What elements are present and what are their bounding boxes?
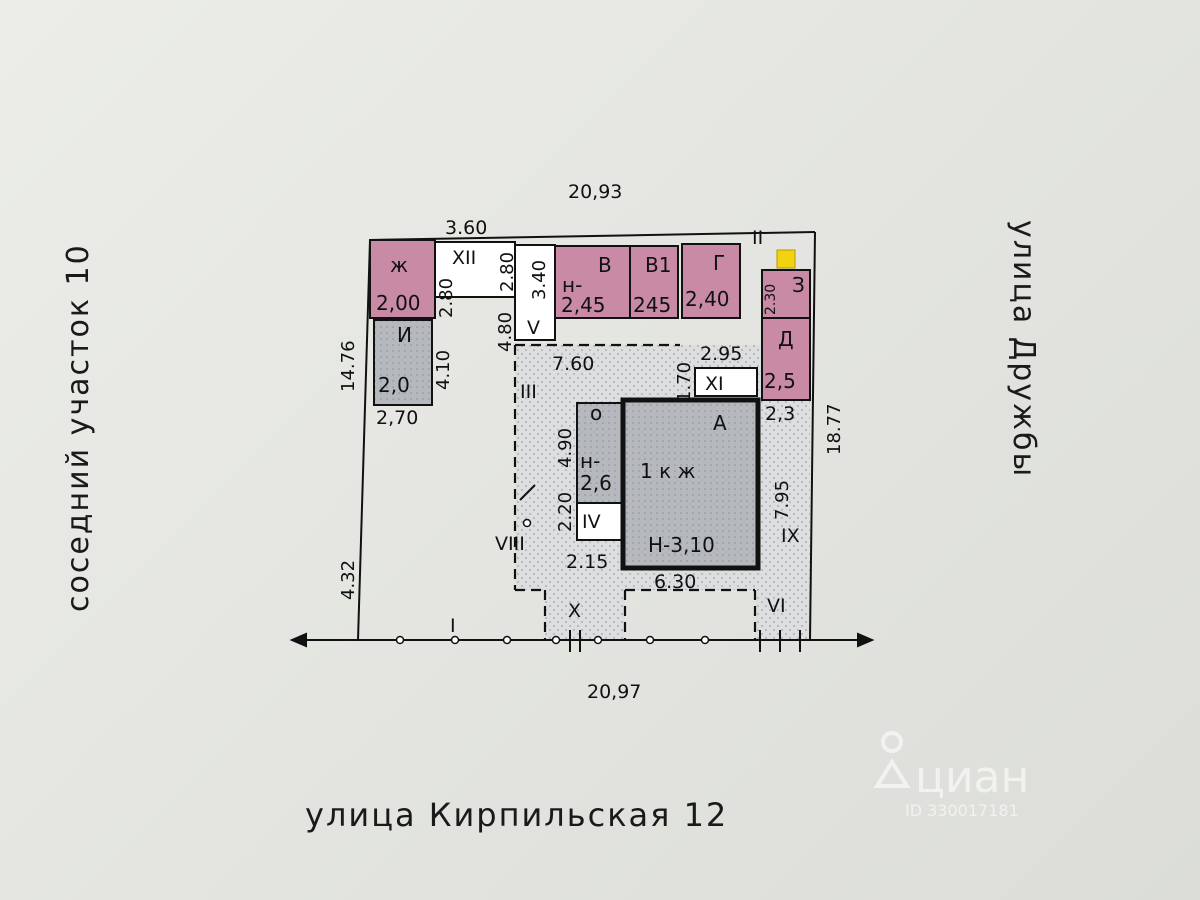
room-o-letter: о: [590, 401, 602, 425]
watermark-logo-icon: [873, 731, 911, 788]
dim-left-side: 14.76: [338, 340, 359, 392]
dim-d-width: 2,3: [765, 403, 795, 425]
dim-v-height: 3.40: [529, 260, 550, 300]
room-g-height: 2,40: [685, 287, 730, 311]
watermark-brand: циан: [915, 752, 1029, 803]
room-a-letter: А: [713, 411, 727, 435]
yellow-marker: [776, 249, 796, 269]
roman-xii: XII: [452, 247, 476, 269]
roman-xi: XI: [705, 373, 724, 395]
dim-iv-height: 2.20: [555, 492, 576, 532]
dim-yard-width: 7.60: [552, 353, 594, 375]
room-z-letter: З: [792, 273, 805, 297]
room-zh-height: 2,00: [376, 291, 421, 315]
dim-o-height: 4.90: [555, 428, 576, 468]
room-d-height: 2,5: [764, 369, 796, 393]
dim-xii-width: 2.80: [497, 252, 518, 292]
dim-left-lower: 4.32: [338, 560, 359, 600]
roman-x: X: [568, 600, 581, 622]
room-v1: [629, 245, 679, 319]
room-a-height: Н-3,10: [648, 533, 715, 557]
dim-iv-width: 2.15: [566, 551, 608, 573]
dim-a-width: 6.30: [654, 571, 696, 593]
room-z: [761, 269, 811, 319]
lot-boundary: [357, 231, 816, 641]
dim-xi-height: 1.70: [674, 362, 695, 402]
room-zh-letter: ж: [390, 253, 408, 277]
street-bottom: улица Кирпильская 12: [305, 796, 728, 834]
dim-xi-width: 2.95: [700, 343, 742, 365]
room-g: [681, 243, 741, 319]
dim-top-left-segment: 3.60: [445, 217, 487, 239]
dim-i-depth: 4.10: [433, 350, 454, 390]
dim-h30: 2.30: [763, 284, 779, 315]
room-o-prefix: н-: [580, 449, 600, 473]
roman-iv: IV: [582, 511, 601, 533]
room-v1-height: 245: [633, 293, 671, 317]
dim-i-width: 2,70: [376, 407, 418, 429]
room-i: [373, 319, 433, 406]
room-xi: [694, 367, 758, 397]
fence-posts: [395, 518, 710, 645]
gate-ticks: [519, 484, 801, 652]
roman-ii: II: [752, 227, 763, 249]
room-v: [554, 245, 631, 319]
street-right: улица Дружбы: [1006, 220, 1041, 478]
roman-v: V: [527, 317, 540, 339]
roman-vi: VI: [767, 595, 786, 617]
street-left: соседний участок 10: [61, 243, 96, 612]
room-i-height: 2,0: [378, 373, 410, 397]
room-v-letter: В: [598, 253, 612, 277]
room-iv: [576, 502, 626, 541]
room-a: [620, 397, 761, 571]
room-i-letter: И: [397, 323, 412, 347]
room-d: [761, 317, 811, 401]
dim-v-depth: 4.80: [495, 312, 516, 352]
room-v1-letter: В1: [645, 253, 671, 277]
dim-top-total: 20,93: [568, 181, 622, 203]
roman-iii: III: [520, 381, 537, 403]
roman-viii: VIII: [495, 533, 525, 555]
dim-bottom-total: 20,97: [587, 681, 641, 703]
dim-xii-height: 2.80: [436, 278, 457, 318]
room-v-prefix: н-: [562, 273, 582, 297]
room-zh: [369, 239, 436, 319]
room-o-height: 2,6: [580, 471, 612, 495]
dim-right-side: 18.77: [824, 403, 845, 455]
room-g-letter: Г: [713, 251, 725, 275]
room-v-height: 2,45: [561, 293, 606, 317]
room-d-letter: Д: [778, 327, 794, 351]
street-line: [289, 632, 875, 648]
room-a-main: 1 к ж: [640, 459, 696, 483]
watermark: циан ID 330017181: [873, 731, 1029, 820]
watermark-id: ID 330017181: [905, 801, 1019, 820]
dim-a-right: 7.95: [772, 480, 793, 520]
roman-ix: IX: [781, 525, 800, 547]
roman-i: I: [450, 615, 456, 637]
